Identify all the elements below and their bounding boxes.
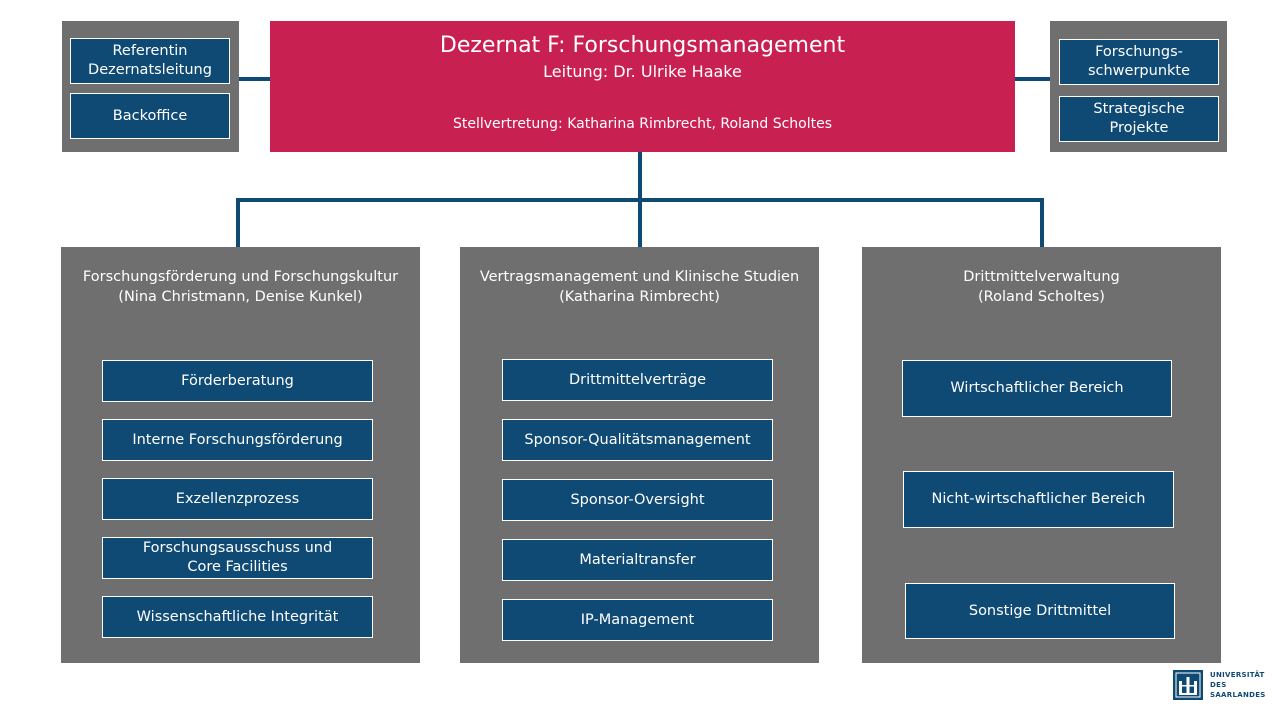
unit-sponsor-oversight[interactable]: Sponsor-Oversight [502, 479, 773, 521]
unit-label-line1: Forschungsausschuss und [142, 540, 333, 556]
department-panel-drittmittelverwaltung: Drittmittelverwaltung (Roland Scholtes) … [862, 247, 1221, 663]
unit-label: Nicht-wirtschaftlicher Bereich [931, 491, 1146, 507]
department-title: Drittmittelverwaltung (Roland Scholtes) [862, 267, 1221, 307]
unit-materialtransfer[interactable]: Materialtransfer [502, 539, 773, 581]
unit-label-line2: Core Facilities [187, 559, 288, 575]
unit-label: Materialtransfer [579, 551, 696, 568]
university-logo: UNIVERSITÄT DES SAARLANDES [1172, 668, 1268, 702]
university-seal-icon [1173, 670, 1203, 700]
header-deputy: Stellvertretung: Katharina Rimbrecht, Ro… [452, 116, 833, 132]
unit-interne-forschungsfoerderung[interactable]: Interne Forschungsförderung [102, 419, 373, 461]
connector-left [238, 77, 272, 81]
department-title: Forschungsförderung und Forschungskultur… [61, 267, 420, 307]
unit-label: Förderberatung [181, 372, 294, 389]
unit-label-line1: Forschungs- [1095, 44, 1183, 60]
department-panel-vertragsmanagement: Vertragsmanagement und Klinische Studien… [460, 247, 819, 663]
logo-text-line3: SAARLANDES [1210, 691, 1266, 699]
logo-text-line1: UNIVERSITÄT [1210, 671, 1265, 679]
staff-unit-backoffice[interactable]: Backoffice [70, 93, 230, 139]
department-title: Vertragsmanagement und Klinische Studien… [460, 267, 819, 307]
unit-label: Wissenschaftliche Integrität [136, 608, 339, 625]
staff-unit-forschungsschwerpunkte[interactable]: Forschungs-schwerpunkte [1059, 39, 1219, 85]
unit-label: Sponsor-Oversight [570, 491, 705, 508]
unit-label-line1: Backoffice [112, 107, 188, 124]
connector-horizontal [236, 198, 1044, 202]
header-title: Dezernat F: Forschungsmanagement [439, 33, 846, 58]
unit-label-line1: Referentin [112, 43, 188, 59]
unit-label-line2: Dezernatsleitung [88, 62, 212, 78]
department-leads: (Roland Scholtes) [978, 289, 1105, 305]
department-name: Drittmittelverwaltung [963, 269, 1120, 285]
unit-label: Sonstige Drittmittel [968, 602, 1112, 619]
unit-label: Exzellenzprozess [175, 490, 300, 507]
department-panel-forschungsfoerderung: Forschungsförderung und Forschungskultur… [61, 247, 420, 663]
unit-wissenschaftliche-integritaet[interactable]: Wissenschaftliche Integrität [102, 596, 373, 638]
unit-ip-management[interactable]: IP-Management [502, 599, 773, 641]
connector-drop-left [236, 198, 240, 248]
unit-label: Drittmittelverträge [568, 371, 707, 388]
unit-label: Wirtschaftlicher Bereich [950, 380, 1124, 396]
unit-label-line2: Projekte [1109, 120, 1169, 136]
unit-drittmittelvertraege[interactable]: Drittmittelverträge [502, 359, 773, 401]
unit-wirtschaftlicher-bereich[interactable]: Wirtschaftlicher Bereich [902, 360, 1172, 417]
unit-exzellenzprozess[interactable]: Exzellenzprozess [102, 478, 373, 520]
unit-sonstige-drittmittel[interactable]: Sonstige Drittmittel [905, 583, 1175, 639]
department-name: Forschungsförderung und Forschungskultur [82, 269, 399, 285]
unit-label: IP-Management [580, 611, 695, 628]
unit-label: Interne Forschungsförderung [132, 431, 343, 448]
department-leads: (Katharina Rimbrecht) [559, 289, 720, 305]
unit-foerderberatung[interactable]: Förderberatung [102, 360, 373, 402]
connector-drop-right [1040, 198, 1044, 248]
logo-text: UNIVERSITÄT DES SAARLANDES [1210, 670, 1266, 700]
unit-label-line1: Strategische [1093, 101, 1185, 117]
connector-right [1014, 77, 1052, 81]
unit-nicht-wirtschaftlicher-bereich[interactable]: Nicht-wirtschaftlicher Bereich [903, 471, 1174, 528]
unit-label: Sponsor-Qualitätsmanagement [524, 431, 751, 448]
department-name: Vertragsmanagement und Klinische Studien [479, 269, 800, 285]
department-leads: (Nina Christmann, Denise Kunkel) [118, 289, 363, 305]
unit-label-line2: schwerpunkte [1087, 63, 1191, 79]
unit-sponsor-qualitaetsmanagement[interactable]: Sponsor-Qualitätsmanagement [502, 419, 773, 461]
header-box: Dezernat F: Forschungsmanagement Leitung… [270, 21, 1015, 152]
header-lead: Leitung: Dr. Ulrike Haake [543, 62, 742, 81]
logo-text-line2: DES [1210, 681, 1227, 689]
